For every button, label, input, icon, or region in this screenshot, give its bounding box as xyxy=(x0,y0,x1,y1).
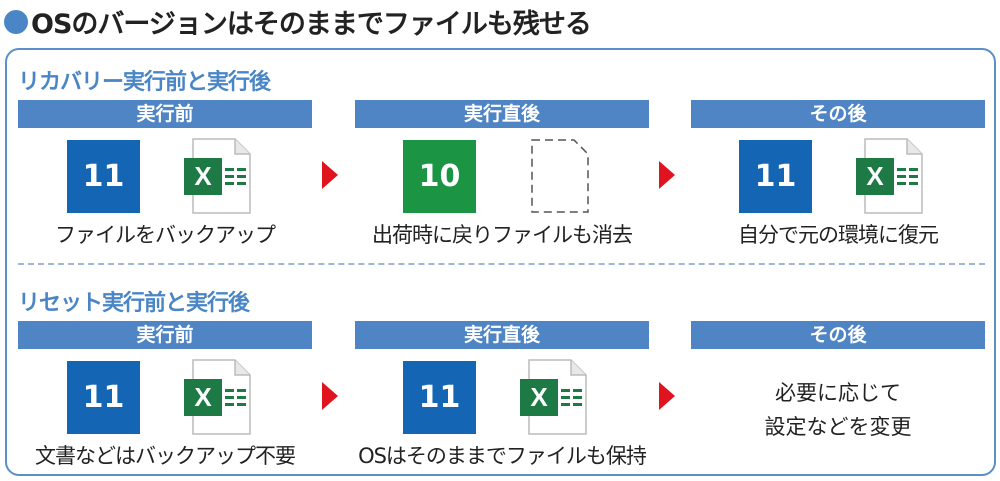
section-heading-recovery: リカバリー実行前と実行後 xyxy=(18,70,271,95)
arrow-right-icon xyxy=(659,382,675,410)
note-line: 必要に応じて xyxy=(775,381,901,405)
windows-11-icon: 11 xyxy=(403,361,476,434)
note-text: 必要に応じて設定などを変更 xyxy=(691,376,985,444)
svg-text:X: X xyxy=(530,382,548,412)
caption: ファイルをバックアップ xyxy=(55,223,276,247)
windows-10-icon: 10 xyxy=(403,140,476,213)
bullet-icon xyxy=(4,9,28,34)
excel-file-icon: X xyxy=(520,359,587,435)
svg-text:X: X xyxy=(194,161,212,191)
arrow-right-icon xyxy=(322,161,338,189)
section-heading-reset: リセット実行前と実行後 xyxy=(18,291,250,316)
windows-11-icon: 11 xyxy=(67,361,140,434)
column-header: 実行前 xyxy=(18,100,312,128)
windows-11-icon: 11 xyxy=(739,140,812,213)
section-divider xyxy=(18,263,985,265)
svg-text:X: X xyxy=(194,382,212,412)
page-title: OSのバージョンはそのままでファイルも残せる xyxy=(4,2,592,41)
note-line: 設定などを変更 xyxy=(764,415,912,439)
title-text: OSのバージョンはそのままでファイルも残せる xyxy=(31,9,592,40)
column-header: その後 xyxy=(691,100,985,128)
caption: 出荷時に戻りファイルも消去 xyxy=(372,223,633,247)
column-header: 実行直後 xyxy=(355,100,649,128)
windows-11-icon: 11 xyxy=(67,140,140,213)
excel-file-icon: X xyxy=(184,359,251,435)
caption: 自分で元の環境に復元 xyxy=(738,223,939,247)
deleted-file-icon xyxy=(531,139,589,213)
column-header: その後 xyxy=(691,321,985,349)
excel-file-icon: X xyxy=(184,138,251,214)
arrow-right-icon xyxy=(322,382,338,410)
column-header: 実行前 xyxy=(18,321,312,349)
caption: OSはそのままでファイルも保持 xyxy=(358,444,647,468)
arrow-right-icon xyxy=(659,161,675,189)
diagram-frame xyxy=(5,48,996,476)
svg-text:X: X xyxy=(866,161,884,191)
excel-file-icon: X xyxy=(856,138,923,214)
column-header: 実行直後 xyxy=(355,321,649,349)
caption: 文書などはバックアップ不要 xyxy=(35,444,296,468)
